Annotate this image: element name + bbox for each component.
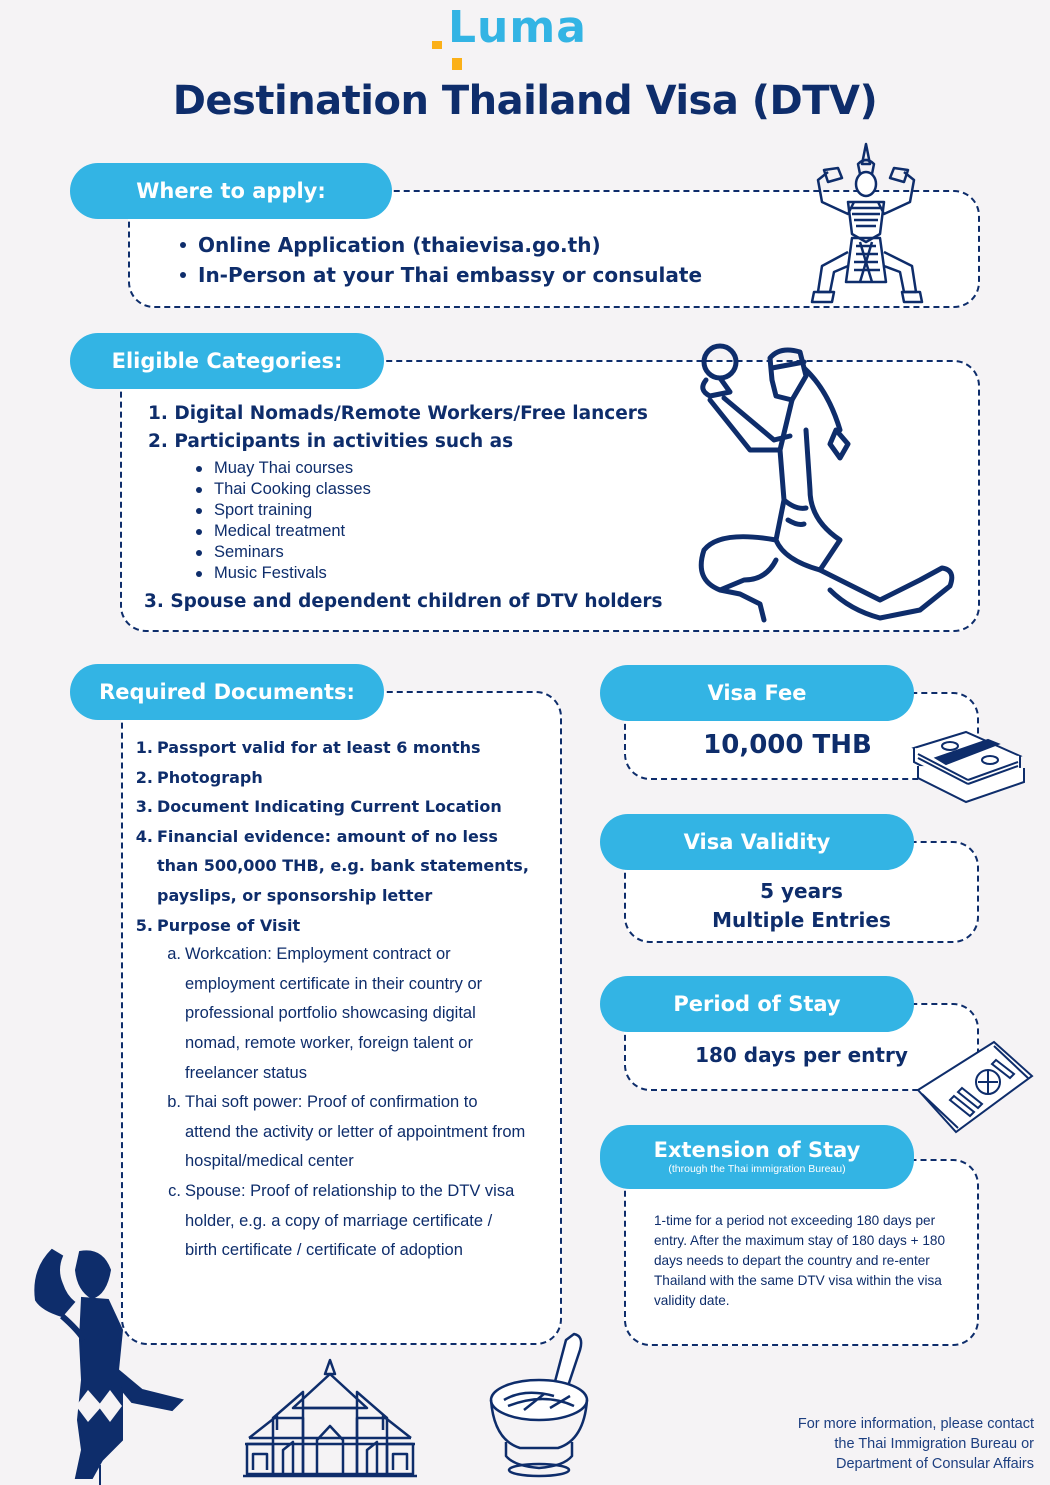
where-to-apply-list: Online Application (thaievisa.go.th) In-… bbox=[176, 230, 702, 290]
money-stack-icon bbox=[911, 730, 1025, 804]
visa-validity-entries: Multiple Entries bbox=[712, 908, 891, 932]
categories-list: 1. Digital Nomads/Remote Workers/Free la… bbox=[144, 400, 663, 616]
visa-validity-heading: Visa Validity bbox=[600, 814, 914, 870]
eligible-categories-heading: Eligible Categories: bbox=[70, 333, 384, 389]
required-documents-box: 1.Passport valid for at least 6 months 2… bbox=[121, 691, 562, 1345]
logo-accent-mark bbox=[452, 58, 462, 70]
category-item: 2. Participants in activities such as bbox=[148, 431, 514, 452]
extension-of-stay-heading: Extension of Stay (through the Thai immi… bbox=[600, 1125, 914, 1189]
period-of-stay-value: 180 days per entry bbox=[695, 1043, 908, 1067]
footer-line: For more information, please contact bbox=[797, 1416, 1034, 1432]
activity-item: Music Festivals bbox=[192, 563, 663, 584]
footer-line: Department of Consular Affairs bbox=[836, 1456, 1034, 1472]
where-to-apply-heading: Where to apply: bbox=[70, 163, 392, 219]
extension-of-stay-title: Extension of Stay bbox=[653, 1138, 861, 1162]
activity-item: Muay Thai courses bbox=[192, 458, 663, 479]
page-title: Destination Thailand Visa (DTV) bbox=[172, 78, 878, 124]
extension-of-stay-body: 1-time for a period not exceeding 180 da… bbox=[654, 1213, 946, 1308]
logo-text: Luma bbox=[448, 2, 587, 53]
purpose-item: b.Thai soft power: Proof of confirmation… bbox=[167, 1093, 526, 1171]
activities-list: Muay Thai courses Thai Cooking classes S… bbox=[192, 458, 663, 584]
purpose-item: c.Spouse: Proof of relationship to the D… bbox=[168, 1181, 515, 1260]
visa-fee-value: 10,000 THB bbox=[703, 730, 872, 760]
document-item: 3.Document Indicating Current Location bbox=[135, 797, 502, 817]
footer-line: the Thai Immigration Bureau or bbox=[834, 1436, 1034, 1452]
shadow-puppet-icon bbox=[34, 1248, 184, 1485]
eligible-categories-box: 1. Digital Nomads/Remote Workers/Free la… bbox=[120, 360, 980, 632]
visa-fee-heading: Visa Fee bbox=[600, 665, 914, 721]
activity-item: Thai Cooking classes bbox=[192, 479, 663, 500]
document-item: 2.Photograph bbox=[135, 767, 263, 787]
required-documents-heading: Required Documents: bbox=[70, 664, 384, 720]
apply-item-online: Online Application (thaievisa.go.th) bbox=[176, 230, 702, 260]
visa-validity-years: 5 years bbox=[760, 879, 843, 903]
category-item: 3. Spouse and dependent children of DTV … bbox=[144, 591, 663, 612]
passport-icon bbox=[916, 1040, 1034, 1134]
extension-of-stay-subtitle: (through the Thai immigration Bureau) bbox=[668, 1163, 846, 1175]
extension-of-stay-box: 1-time for a period not exceeding 180 da… bbox=[624, 1159, 979, 1346]
footer-contact-info: For more information, please contact the… bbox=[798, 1414, 1034, 1474]
luma-logo: Luma bbox=[430, 2, 630, 70]
logo-accent-mark bbox=[432, 41, 442, 49]
document-item: 1.Passport valid for at least 6 months bbox=[135, 738, 481, 757]
activity-item: Seminars bbox=[192, 542, 663, 563]
document-item: 4.Financial evidence: amount of no less … bbox=[135, 826, 529, 905]
thai-temple-icon bbox=[243, 1358, 417, 1478]
mortar-pestle-icon bbox=[489, 1332, 589, 1478]
activity-item: Medical treatment bbox=[192, 521, 663, 542]
apply-item-in-person: In-Person at your Thai embassy or consul… bbox=[176, 260, 702, 290]
category-item: 1. Digital Nomads/Remote Workers/Free la… bbox=[148, 403, 648, 424]
documents-list: 1.Passport valid for at least 6 months 2… bbox=[123, 733, 543, 1266]
muay-thai-fighter-icon bbox=[698, 343, 955, 623]
document-item: 5.Purpose of Visit bbox=[135, 915, 301, 935]
activity-item: Sport training bbox=[192, 500, 663, 521]
period-of-stay-heading: Period of Stay bbox=[600, 976, 914, 1032]
purpose-item: a.Workcation: Employment contract or emp… bbox=[167, 945, 483, 1082]
thai-dancer-icon bbox=[810, 142, 924, 304]
